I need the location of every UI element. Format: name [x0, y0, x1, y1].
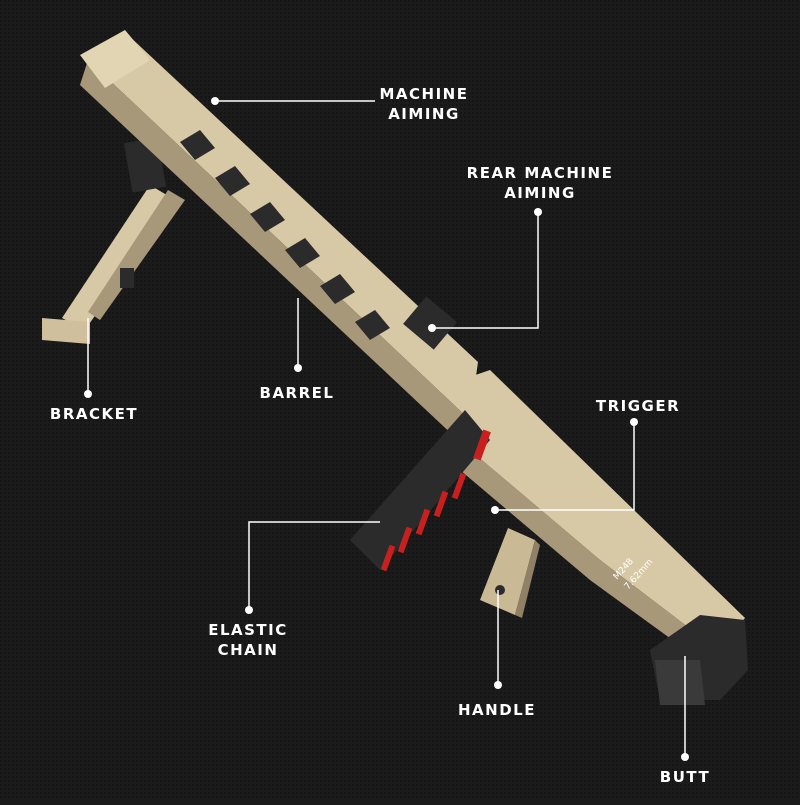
barrel-vent-slots [180, 130, 390, 340]
callout-dot-trigger-top [630, 418, 638, 426]
callout-line-rear-aiming [432, 212, 539, 329]
callout-dot-rear-aiming-top [534, 208, 542, 216]
callout-dot-butt [681, 753, 689, 761]
callout-dot-barrel [294, 364, 302, 372]
callout-dot-machine-aiming [211, 97, 219, 105]
callout-dots [84, 97, 689, 761]
label-machine-aiming: MACHINE AIMING [374, 84, 474, 124]
label-butt: BUTT [659, 768, 711, 786]
label-rear-machine-aiming-line2: AIMING [504, 184, 576, 202]
butt-stock [650, 615, 748, 705]
bracket-bipod [42, 137, 185, 344]
callout-dot-handle [494, 681, 502, 689]
label-handle: HANDLE [458, 701, 536, 719]
elastic-chain [350, 410, 491, 572]
label-machine-aiming-line2: AIMING [388, 105, 460, 123]
label-elastic-chain-line1: ELASTIC [208, 621, 288, 639]
callout-dot-rear-aiming [428, 324, 436, 332]
label-elastic-chain-line2: CHAIN [217, 641, 279, 659]
label-elastic-chain: ELASTIC CHAIN [198, 620, 298, 660]
label-rear-machine-aiming: REAR MACHINE AIMING [460, 163, 620, 203]
callout-lines [87, 100, 686, 757]
label-bracket: BRACKET [49, 405, 139, 423]
label-rear-machine-aiming-line1: REAR MACHINE [466, 164, 614, 182]
label-trigger: TRIGGER [595, 397, 681, 415]
label-barrel: BARREL [259, 384, 335, 402]
label-machine-aiming-line1: MACHINE [379, 85, 469, 103]
callout-dot-elastic [245, 606, 253, 614]
callout-line-trigger [495, 422, 635, 511]
callout-dot-trigger [491, 506, 499, 514]
callout-line-elastic [248, 521, 380, 610]
barrel-body [80, 30, 478, 440]
callout-dot-bracket [84, 390, 92, 398]
